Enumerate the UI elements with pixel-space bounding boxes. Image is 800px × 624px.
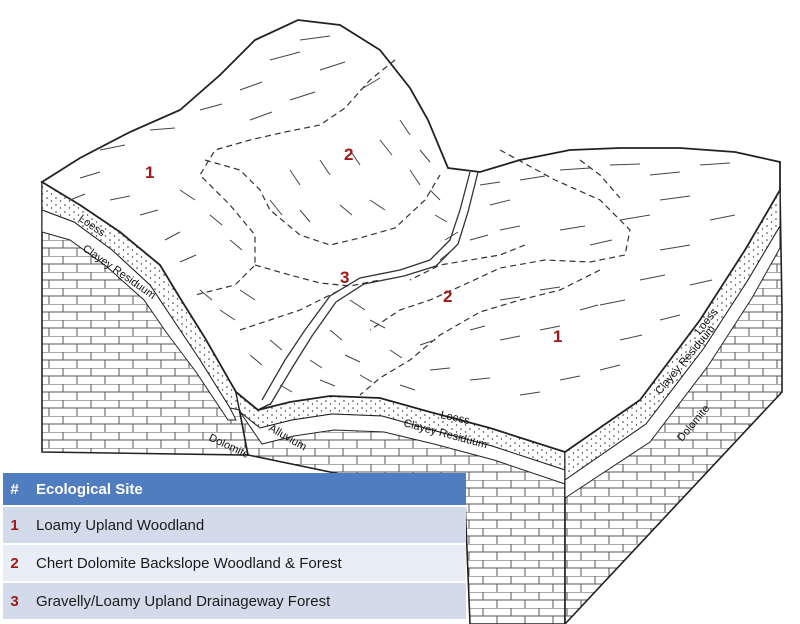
legend-number: 3 [3,581,26,619]
landscape-surface [40,19,781,453]
legend-row: 2 Chert Dolomite Backslope Woodland & Fo… [3,543,466,582]
legend-site-name: Gravelly/Loamy Upland Drainageway Forest [26,581,466,619]
zone-label: 2 [344,145,353,164]
legend-site-name: Loamy Upland Woodland [26,505,466,544]
legend-row: 3 Gravelly/Loamy Upland Drainageway Fore… [3,581,466,619]
legend-header-number: # [3,473,26,506]
legend-number: 2 [3,543,26,582]
ecological-site-legend: # Ecological Site 1 Loamy Upland Woodlan… [3,473,466,619]
legend-site-name: Chert Dolomite Backslope Woodland & Fore… [26,543,466,582]
legend-header-row: # Ecological Site [3,473,466,506]
zone-labels: 1 2 3 2 1 [145,145,562,346]
legend-header-site: Ecological Site [26,473,466,506]
zone-label: 1 [145,163,154,182]
zone-label: 1 [553,327,562,346]
legend-row: 1 Loamy Upland Woodland [3,505,466,544]
zone-label: 2 [443,287,452,306]
zone-label: 3 [340,268,349,287]
legend-number: 1 [3,505,26,544]
